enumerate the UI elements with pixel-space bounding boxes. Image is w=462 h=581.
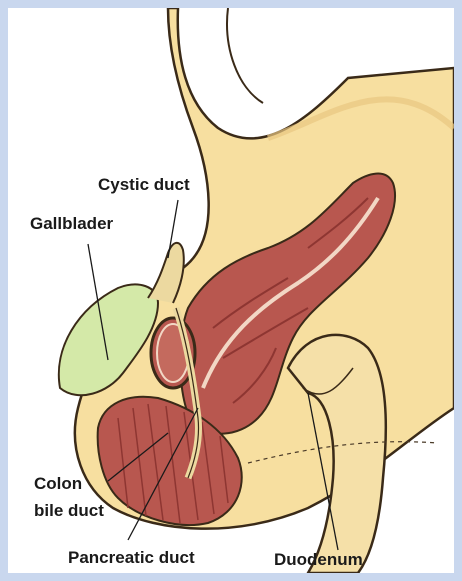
label-gallbladder: Gallblader: [30, 214, 113, 234]
label-colon: Colon: [34, 474, 82, 494]
label-bile-duct: bile duct: [34, 501, 104, 521]
stomach-fold: [227, 8, 263, 103]
diagram-panel: Cystic duct Gallblader Colon bile duct P…: [8, 8, 454, 573]
label-duodenum: Duodenum: [274, 550, 363, 570]
label-pancreatic-duct: Pancreatic duct: [68, 548, 195, 568]
label-cystic-duct: Cystic duct: [98, 175, 190, 195]
